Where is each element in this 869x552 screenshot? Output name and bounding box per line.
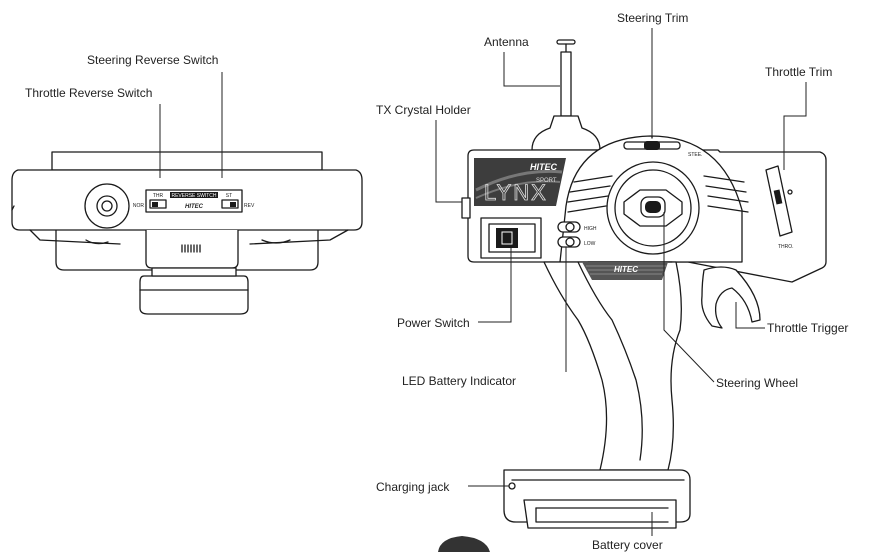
- throttle-trigger: [701, 266, 761, 329]
- label-throttle-reverse-switch: Throttle Reverse Switch: [25, 86, 152, 100]
- top-view: REVERSE SWITCH THR ST NOR REV HITEC: [11, 151, 363, 315]
- svg-text:NOR: NOR: [133, 203, 145, 209]
- svg-text:SPORT: SPORT: [536, 178, 557, 184]
- label-throttle-trim: Throttle Trim: [765, 65, 832, 79]
- label-steering-reverse-switch: Steering Reverse Switch: [87, 53, 218, 67]
- dark-circle-partial: [438, 536, 490, 552]
- svg-text:THR: THR: [153, 193, 164, 199]
- tx-crystal-holder: [461, 197, 471, 219]
- label-charging-jack: Charging jack: [376, 480, 450, 494]
- housing-ridges: [567, 175, 749, 213]
- svg-text:LOW: LOW: [584, 241, 596, 247]
- charging-jack: [508, 482, 516, 490]
- svg-text:REV: REV: [244, 203, 255, 209]
- led-battery-indicator: HIGH LOW: [557, 221, 597, 248]
- lynx-logo-panel: HITEC SPORT LYNX: [474, 158, 566, 206]
- steering-trim: STEE.: [623, 135, 702, 158]
- label-steering-trim: Steering Trim: [617, 11, 688, 25]
- svg-text:STEE.: STEE.: [688, 152, 702, 158]
- wheel-grip-ridges: [181, 244, 201, 253]
- svg-text:THRO.: THRO.: [778, 244, 794, 250]
- label-antenna: Antenna: [484, 35, 529, 49]
- svg-text:LYNX: LYNX: [484, 180, 548, 205]
- label-steering-wheel: Steering Wheel: [716, 376, 798, 390]
- label-power-switch: Power Switch: [397, 316, 470, 330]
- battery-base: [503, 469, 691, 529]
- label-battery-cover: Battery cover: [592, 538, 663, 552]
- battery-cover: [523, 499, 677, 529]
- grip-brand-strip: HITEC: [582, 262, 668, 280]
- svg-text:HITEC: HITEC: [185, 204, 204, 210]
- steering-wheel: [606, 161, 700, 255]
- throttle-trim: THRO.: [765, 165, 794, 250]
- svg-text:REVERSE SWITCH: REVERSE SWITCH: [171, 193, 216, 199]
- svg-text:HITEC: HITEC: [614, 265, 638, 274]
- svg-text:HITEC: HITEC: [530, 162, 558, 172]
- grip: [543, 261, 682, 471]
- label-throttle-trigger: Throttle Trigger: [767, 321, 848, 335]
- svg-text:HIGH: HIGH: [584, 226, 597, 232]
- reverse-switch-plate: REVERSE SWITCH THR ST NOR REV HITEC: [133, 189, 255, 213]
- label-tx-crystal-holder: TX Crystal Holder: [376, 103, 471, 117]
- side-view: HITEC SPORT LYNX STEE.: [461, 39, 827, 529]
- antenna: [531, 39, 601, 151]
- label-led-battery-indicator: LED Battery Indicator: [402, 374, 516, 388]
- svg-text:ST: ST: [226, 193, 232, 199]
